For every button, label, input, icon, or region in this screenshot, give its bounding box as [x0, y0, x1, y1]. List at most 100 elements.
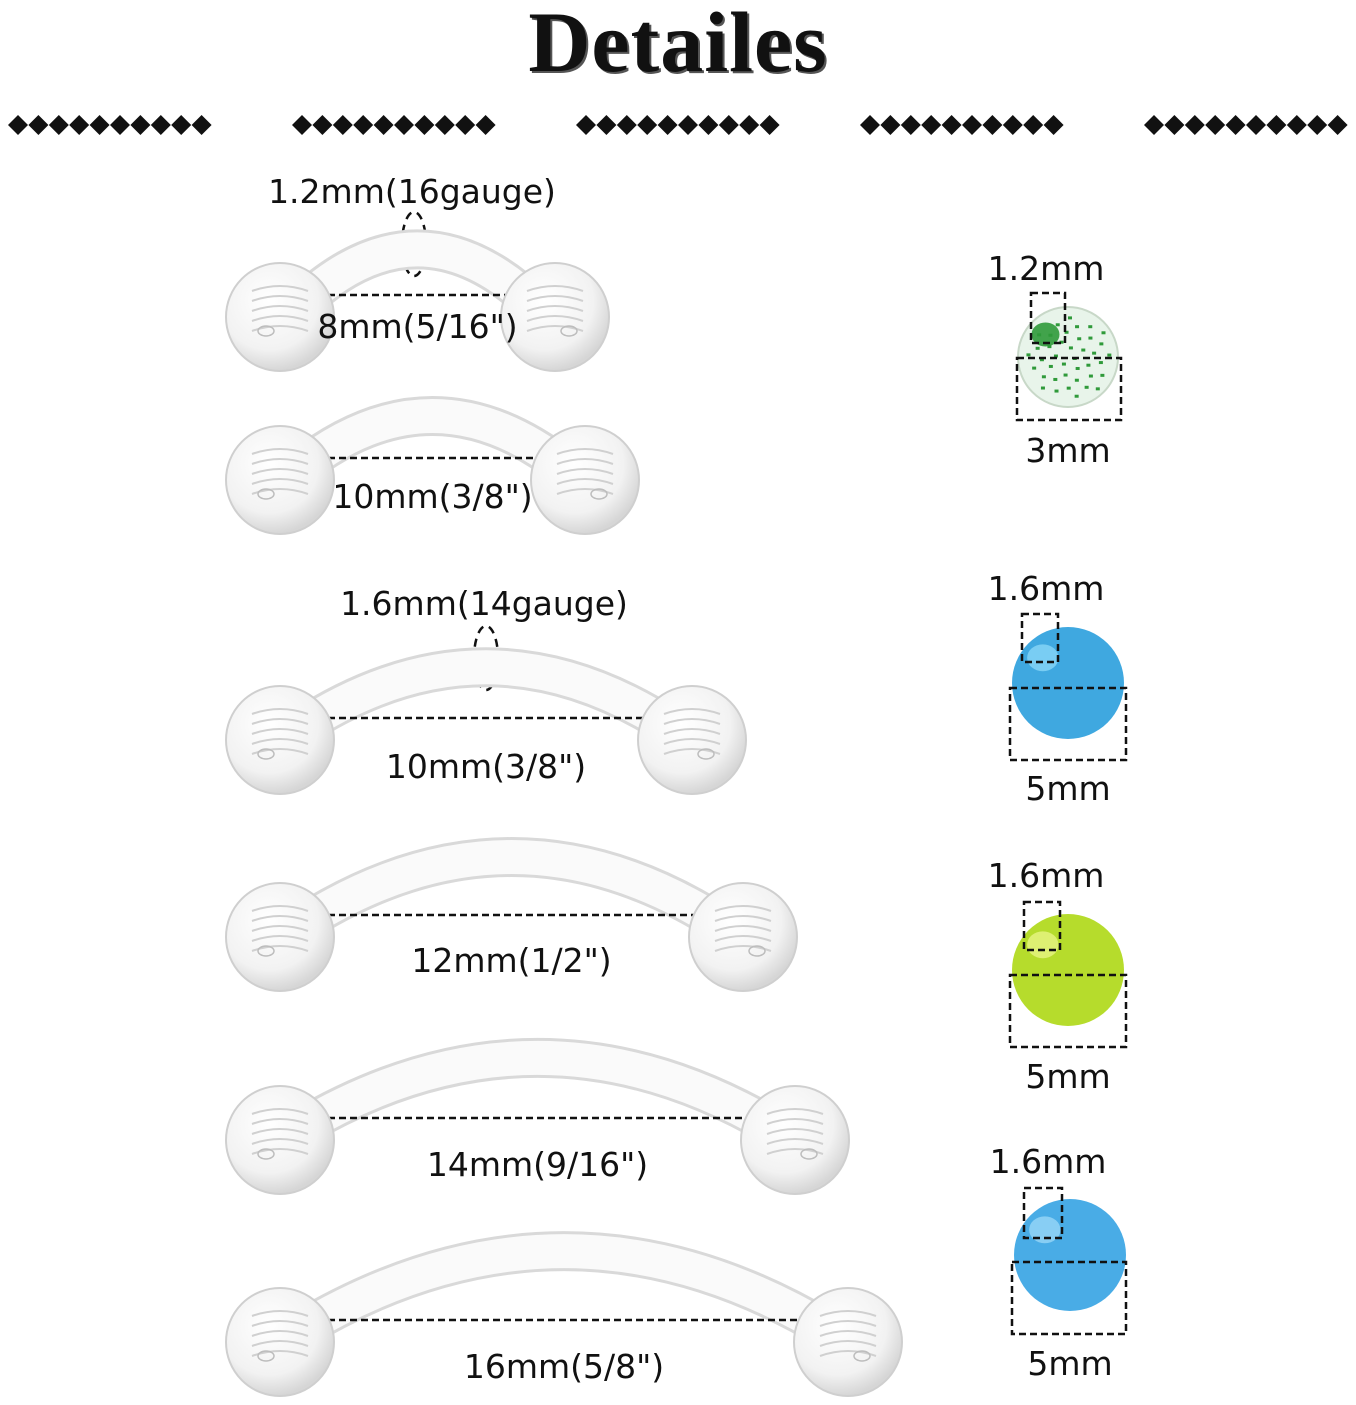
diameter-measure-box [1010, 1260, 1128, 1336]
thread-size-label: 1.2mm [988, 249, 1105, 288]
glitter-speck [1059, 340, 1064, 344]
thread-line [251, 1340, 309, 1347]
thread-line [251, 718, 309, 725]
ball-hole [748, 945, 766, 957]
ball-diameter-label: 5mm [1027, 1344, 1112, 1383]
thread-line [251, 295, 309, 302]
left-ball [225, 1085, 335, 1195]
bar-length-label: 12mm(1/2") [411, 941, 611, 980]
right-ball [637, 685, 747, 795]
barbell-2: 10mm(3/8") [225, 396, 640, 535]
diamond-group [576, 115, 780, 135]
glitter-speck [1041, 375, 1046, 379]
diamond-icon [373, 115, 394, 135]
thread-line [251, 1108, 309, 1115]
diamond-icon [171, 115, 192, 135]
diamond-icon [434, 115, 455, 135]
thread-line [251, 458, 309, 465]
thread-line [714, 945, 772, 952]
diamond-icon [292, 115, 312, 135]
diamond-icon [657, 115, 678, 135]
diamond-icon [1023, 115, 1044, 135]
diamond-icon [962, 115, 982, 135]
diamond-icon [1205, 115, 1226, 135]
diamond-group [8, 115, 212, 135]
ball-hole [257, 488, 275, 500]
thread-line [819, 1340, 877, 1347]
thread-measure-box [1022, 900, 1062, 952]
glitter-speck [1100, 373, 1105, 377]
diamond-icon [739, 115, 760, 135]
bar-length-label: 14mm(9/16") [427, 1145, 648, 1184]
diamond-icon [1225, 115, 1246, 135]
glitter-speck [1039, 358, 1044, 362]
ball-icon [1012, 914, 1124, 1026]
diamond-icon [150, 115, 171, 135]
glitter-speck [1048, 333, 1053, 337]
thread-line [251, 1320, 309, 1327]
thread-line [251, 468, 309, 475]
ball-icon [1012, 627, 1124, 739]
ball-thread-hole [1027, 644, 1059, 672]
diamond-icon [718, 115, 739, 135]
glitter-speck [1066, 386, 1071, 390]
ball-thread-hole [1027, 931, 1059, 959]
diamond-icon [860, 115, 880, 135]
diamond-icon [394, 115, 414, 135]
glitter-speck [1101, 331, 1106, 335]
diamond-icon [8, 115, 28, 135]
ball-hole [800, 1148, 818, 1160]
glitter-speck [1054, 389, 1059, 393]
thread-line [251, 708, 309, 715]
diamond-icon [130, 115, 151, 135]
thread-size-label: 1.6mm [988, 569, 1105, 608]
glitter-speck [1047, 345, 1052, 349]
diamond-icon [698, 115, 719, 135]
glitter-speck [1075, 366, 1080, 370]
thread-line [766, 1138, 824, 1145]
diamond-group [292, 115, 496, 135]
bar-body [283, 1234, 845, 1347]
thread-line [663, 738, 721, 745]
glitter-speck [1099, 342, 1104, 346]
thread-line [714, 905, 772, 912]
thread-line [251, 1128, 309, 1135]
thread-line [251, 925, 309, 932]
ball-icon [1014, 1199, 1126, 1311]
diamond-icon [1307, 115, 1328, 135]
thread-line [766, 1128, 824, 1135]
left-ball [225, 685, 335, 795]
diameter-measure-box [1008, 686, 1128, 762]
diamond-icon [1164, 115, 1185, 135]
barbell-1: 8mm(5/16") [225, 229, 610, 372]
thread-line [251, 478, 309, 485]
ball-hole [257, 325, 275, 337]
thread-line [663, 718, 721, 725]
diamond-icon [191, 115, 212, 135]
glitter-speck [1088, 325, 1093, 329]
ball-hole [257, 1148, 275, 1160]
diamond-icon [455, 115, 476, 135]
thread-line [526, 325, 584, 332]
diamond-icon [1286, 115, 1307, 135]
diamond-icon [678, 115, 698, 135]
bar-body [283, 840, 740, 942]
glitter-speck [1040, 386, 1045, 390]
thread-line [663, 728, 721, 735]
diamond-icon [1327, 115, 1348, 135]
ball-4: 1.6mm 5mm [990, 1142, 1128, 1383]
glitter-speck [1081, 348, 1086, 352]
thread-line [526, 285, 584, 292]
thread-size-label: 1.6mm [990, 1142, 1107, 1181]
glitter-speck [1088, 374, 1093, 378]
barbell-3: 10mm(3/8") [225, 647, 747, 795]
diamond-icon [1002, 115, 1023, 135]
thread-line [251, 748, 309, 755]
diamond-icon [921, 115, 942, 135]
curved-barbells: 8mm(5/16") 10mm(3/8") 10mm(3/8") 12mm(1/2")… [225, 229, 903, 1397]
thread-measure-box [1029, 291, 1067, 345]
glitter-speck [1075, 325, 1080, 329]
thread-line [251, 448, 309, 455]
bar-body [283, 1041, 792, 1145]
bar-length-label: 8mm(5/16") [317, 307, 517, 346]
